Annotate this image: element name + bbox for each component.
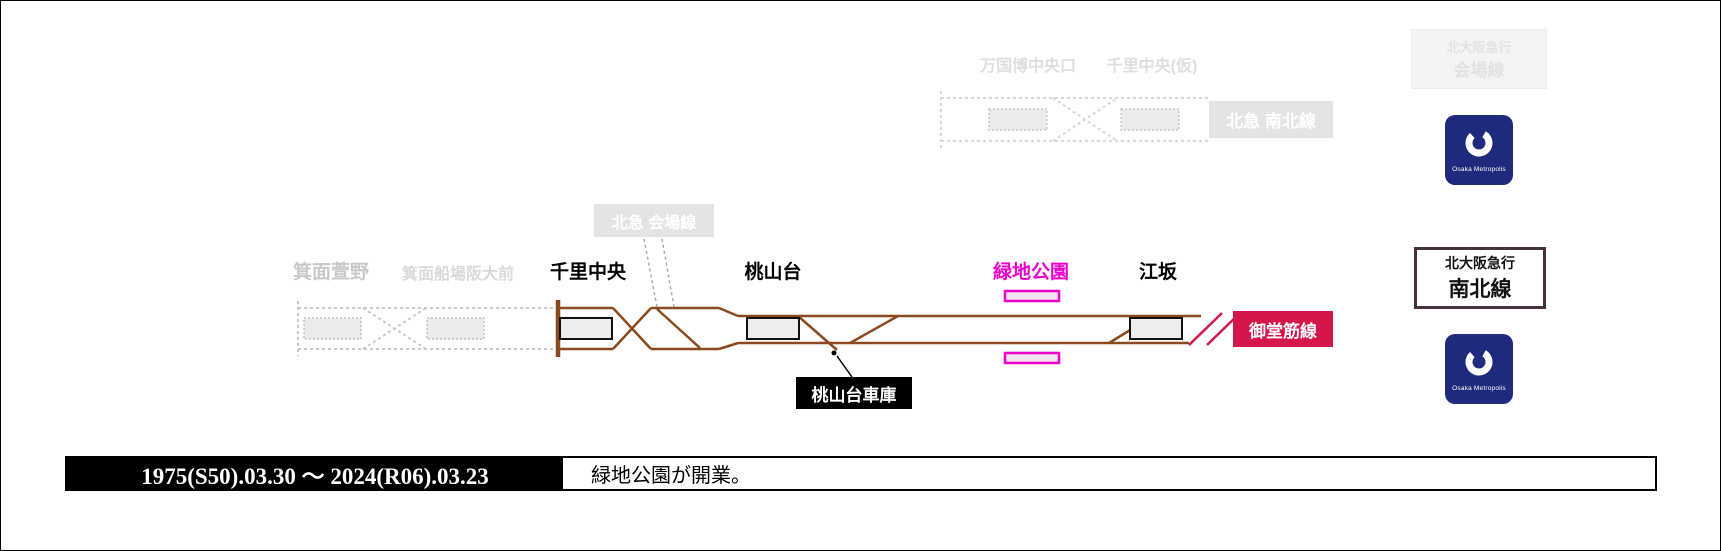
station-label-senri-chuo: 千里中央	[549, 262, 627, 283]
station-label-esaka: 江坂	[1138, 262, 1178, 283]
depot-label-connector	[836, 355, 853, 378]
osaka-metro-mark-icon	[1465, 129, 1493, 157]
momoyamadai-depot-badge: 桃山台車庫	[796, 377, 912, 409]
esaka-station-box	[1129, 317, 1183, 340]
osaka-metro-logo: Osaka Metropolis	[1445, 115, 1513, 185]
osaka-metro-logo-caption: Osaka Metropolis	[1452, 385, 1506, 392]
minoo-extension-track	[297, 301, 558, 356]
nanboku-main-track	[555, 300, 1201, 357]
kaijo-branch-badge: 北急 会場線	[594, 204, 714, 237]
depot-junction-dot	[831, 350, 837, 356]
ryokuchi-koen-platforms	[1003, 289, 1061, 365]
senri-chuo-station-box	[559, 317, 613, 340]
kaijo-line-legend-faded: 北大阪急行 会場線	[1411, 29, 1547, 89]
legend-line: 南北線	[1448, 278, 1512, 301]
station-label-minoo-semba-handai-mae: 箕面船場阪大前	[401, 266, 515, 283]
former-nanboku-track	[940, 91, 1211, 148]
footer-period: 1975(S50).03.30 ～ 2024(R06).03.23	[141, 463, 489, 489]
former-nanboku-line-badge: 北急 南北線	[1209, 101, 1333, 138]
kaijo-branch-track	[643, 238, 675, 308]
minoo-extension-station-boxes	[303, 317, 485, 340]
momoyamadai-station-box	[746, 317, 800, 340]
footer-strip: 1975(S50).03.30 ～ 2024(R06).03.23 緑地公園が開…	[65, 456, 1657, 491]
station-label-senri-chuo-temp: 千里中央(仮)	[1106, 58, 1198, 75]
station-label-bankokuhaku-chuoguchi: 万国博中央口	[979, 58, 1077, 75]
legend-company: 北大阪急行	[1445, 255, 1515, 271]
active-station-boxes	[559, 317, 1183, 340]
footer-event: 緑地公園が開業。	[591, 465, 751, 487]
kaijo-legend-company: 北大阪急行	[1446, 40, 1512, 55]
station-label-ryokuchi-koen: 緑地公園	[992, 262, 1070, 283]
station-label-minoo-kayano: 箕面萱野	[292, 262, 370, 283]
midosuji-line-badge: 御堂筋線	[1233, 311, 1333, 347]
nanboku-line-legend: 北大阪急行 南北線	[1414, 247, 1546, 309]
osaka-metro-logo-caption: Osaka Metropolis	[1452, 166, 1506, 173]
osaka-metro-logo: Osaka Metropolis	[1445, 334, 1513, 404]
former-nanboku-station-boxes	[988, 108, 1180, 131]
station-label-momoyamadai: 桃山台	[744, 262, 802, 283]
kaijo-legend-line: 会場線	[1453, 61, 1505, 80]
osaka-metro-mark-icon	[1465, 348, 1493, 376]
footer-period-box: 1975(S50).03.30 ～ 2024(R06).03.23	[67, 458, 563, 489]
